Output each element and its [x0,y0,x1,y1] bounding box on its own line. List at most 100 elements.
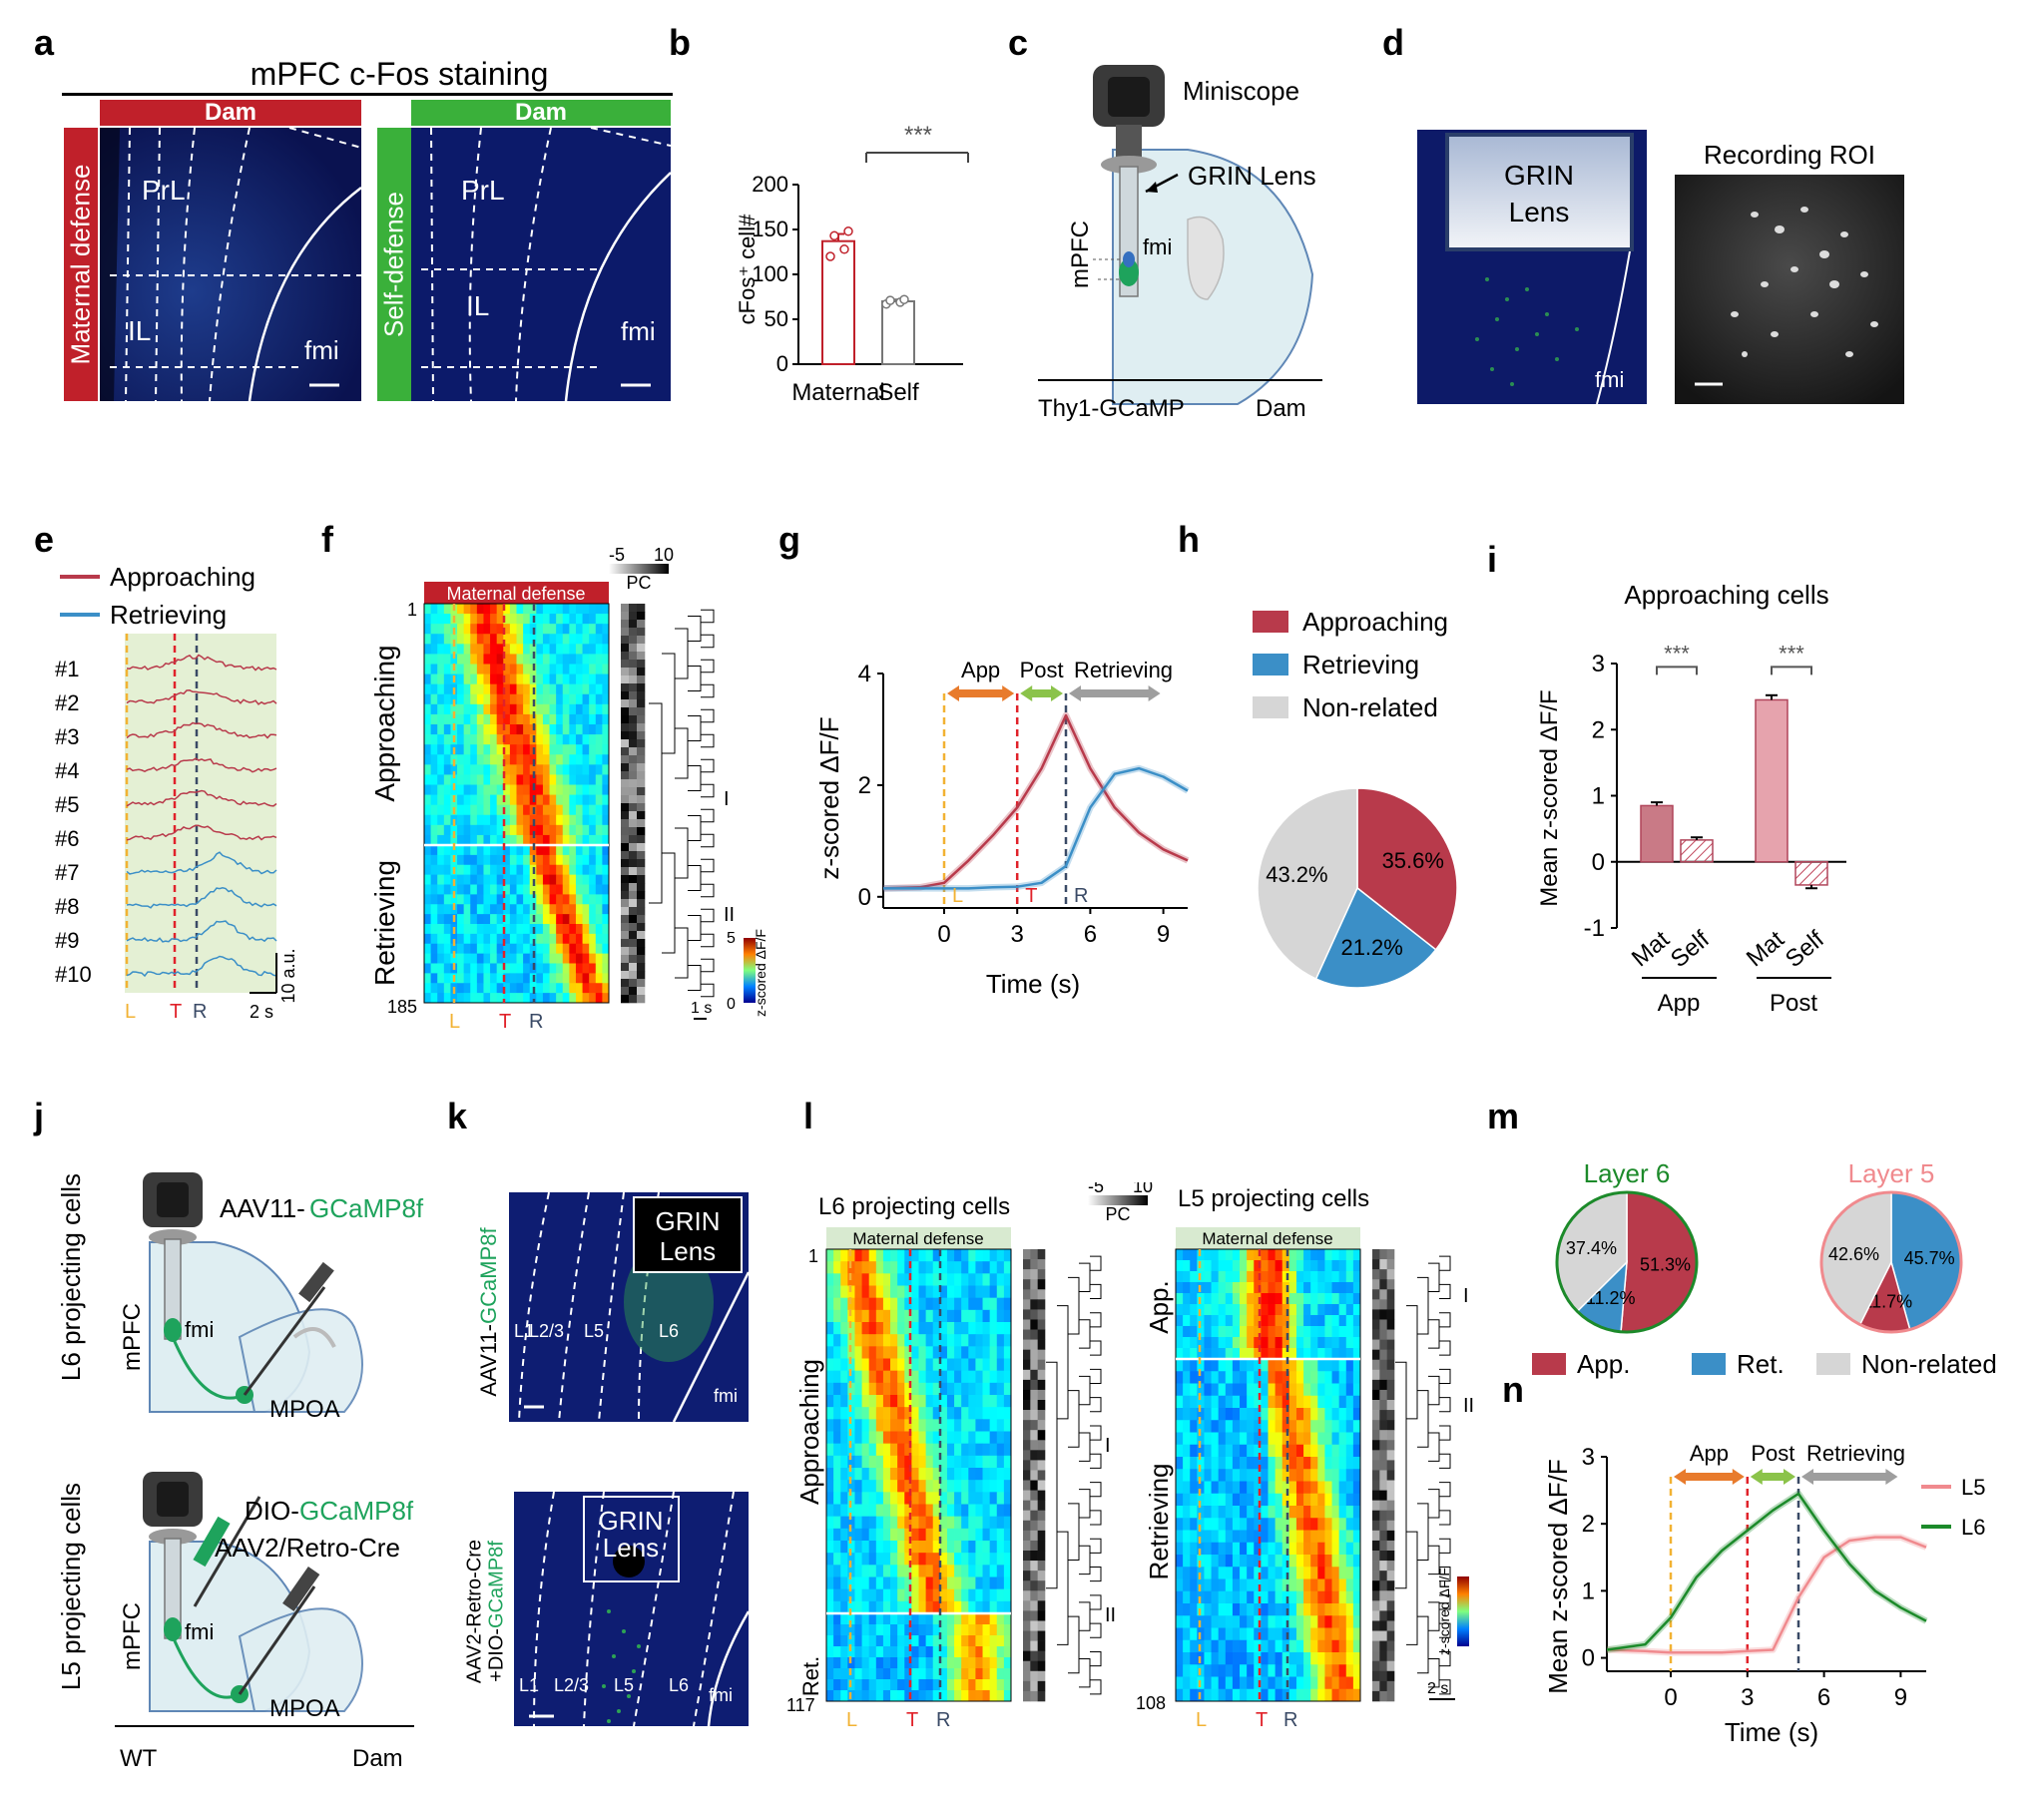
heatmap-cell [1176,1481,1184,1495]
pc-cell [1379,1660,1387,1672]
pc-cell [629,867,638,876]
h-legend-swatch [1253,611,1288,633]
heatmap-cell [1310,1348,1318,1360]
heatmap-cell [516,993,524,1004]
heatmap-cell [536,973,544,984]
heatmap-cell [490,703,498,715]
heatmap-cell [911,1646,919,1658]
heatmap-cell [1225,1555,1234,1568]
pc-cell [629,707,638,716]
heatmap-cell [1310,1506,1318,1519]
heatmap-cell [509,674,517,685]
heatmap-cell [1183,1481,1191,1495]
heatmap-cell [1338,1408,1347,1421]
heatmap-cell [424,764,432,775]
heatmap-cell [1190,1304,1198,1316]
heatmap-cell [516,874,524,885]
cluster-2: II [724,904,735,926]
heatmap-cell [1261,1444,1269,1458]
heatmap-cell [1268,1664,1277,1677]
heatmap-cell [476,604,484,615]
pc-cell [1037,1430,1046,1441]
heatmap-cell [954,1657,962,1669]
pc-cell [1386,1379,1395,1391]
heatmap-cell [932,1346,941,1359]
heatmap-cell [569,674,577,685]
dendrogram-branch [1090,1594,1102,1610]
heatmap-cell [854,1370,862,1384]
heatmap-cell [868,1370,877,1384]
heatmap-cell [476,933,484,945]
heatmap-cell [1211,1383,1220,1397]
miniscope-label: Miniscope [1183,76,1299,106]
heatmap-cell [1232,1249,1241,1261]
heatmap-cell [523,764,531,775]
heatmap-cell [975,1261,983,1274]
heatmap-cell [1240,1326,1248,1338]
i-bar [1680,839,1714,863]
heatmap-cell [1268,1359,1277,1372]
dendrogram-branch [1057,1305,1069,1420]
xtick-label: 3 [1741,1684,1754,1711]
heatmap-cell [954,1468,962,1481]
heatmap-cell [918,1285,927,1299]
pc-cell [1023,1620,1031,1631]
b-point [825,251,835,261]
heatmap-cell [1225,1348,1234,1360]
heatmap-cell [1345,1359,1354,1372]
heatmap-cell [1218,1481,1227,1495]
pc-cell [1023,1500,1031,1512]
heatmap-cell [443,924,451,935]
heatmap-cell [437,744,445,755]
heatmap-cell [854,1382,862,1396]
heatmap-cell [1247,1615,1255,1628]
heatmap-cell [549,614,557,625]
i-bar [1755,698,1788,863]
heatmap-cell [1240,1542,1248,1556]
heatmap-cell [437,933,445,945]
heatmap-cell [470,894,478,905]
pc-cell [629,723,638,732]
pc-cell [637,675,646,684]
series-line [1606,1536,1927,1654]
heatmap-cell [982,1261,991,1274]
heatmap-cell [1331,1615,1340,1628]
pc-cell [1386,1540,1395,1552]
heatmap-cell [890,1285,898,1299]
xtick-label: 3 [1011,921,1024,948]
heatmap-cell [911,1431,919,1445]
heatmap-cell [450,644,458,655]
pc-cell [1030,1590,1038,1601]
heatmap-cell [509,664,517,675]
heatmap-cell [430,624,438,635]
pc-cell [1037,1670,1046,1682]
heatmap-cell [536,703,544,715]
heatmap-cell [961,1468,969,1481]
heatmap-cell [1324,1627,1332,1641]
heatmap-cell [602,604,610,615]
heatmap-cell [1338,1420,1347,1433]
heatmap-cell [939,1635,948,1647]
heatmap-cell [602,703,610,715]
heatmap-cell [932,1309,941,1323]
heatmap-cell [562,734,570,745]
heatmap-cell [1204,1530,1212,1544]
heatmap-cell [1345,1293,1354,1305]
heatmap-cell [833,1261,841,1274]
heatmap-cell [939,1334,948,1347]
heatmap-cell [1183,1383,1191,1397]
pc-cell [1023,1420,1031,1431]
heatmap-cell [437,713,445,725]
heatmap-cell [890,1407,898,1420]
ytick-label: 2 [858,772,871,799]
heatmap-cell [847,1600,855,1614]
pc-cell [1030,1530,1038,1542]
heatmap-cell [946,1431,955,1445]
heatmap-cell [424,933,432,945]
heatmap-cell [602,884,610,895]
heatmap-cell [1295,1315,1304,1327]
heatmap-cell [1303,1639,1311,1653]
maternal-defense-label: Maternal defense [65,164,96,365]
heatmap-cell [882,1588,891,1602]
heatmap-cell [1225,1408,1234,1421]
